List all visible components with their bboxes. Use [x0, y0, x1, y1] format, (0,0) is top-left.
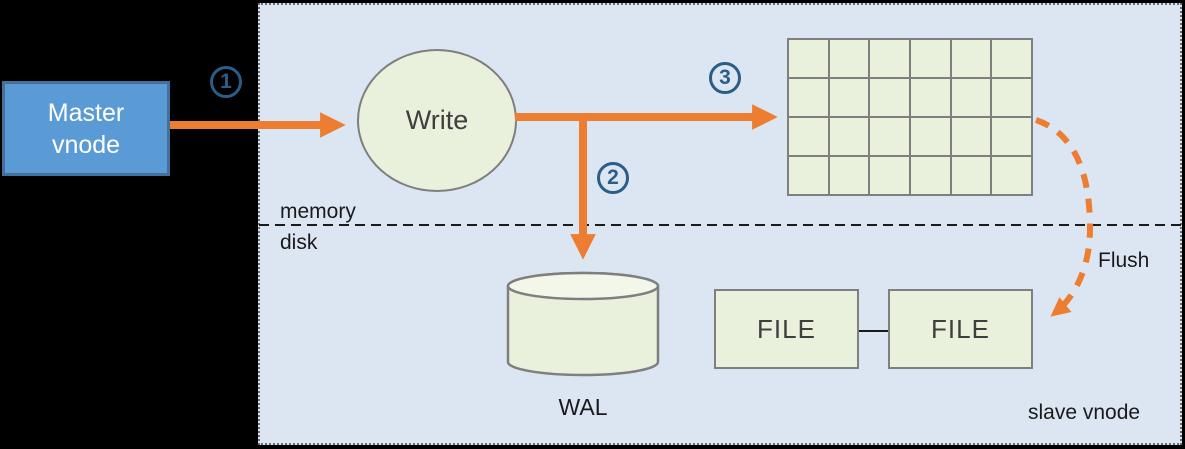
step-badge-3: 3	[709, 62, 741, 94]
file-box-1: FILE	[714, 289, 859, 369]
memory-table-cell	[829, 79, 869, 116]
memory-table-cell	[911, 40, 950, 77]
master-vnode-box: Master vnode	[2, 81, 170, 176]
step-badge-3-number: 3	[719, 66, 731, 89]
memory-table-cell	[870, 118, 909, 155]
memory-table-cell	[951, 79, 991, 116]
memory-table-cell	[870, 157, 909, 194]
disk-label: disk	[280, 231, 318, 254]
wal-label: WAL	[558, 394, 608, 420]
memory-table-cell	[789, 40, 828, 77]
memory-table-cell	[951, 40, 991, 77]
memory-table-cell	[992, 157, 1031, 194]
step-badge-2-number: 2	[607, 166, 619, 189]
memory-table-cell	[992, 118, 1031, 155]
step-badge-2: 2	[597, 162, 629, 194]
memory-table-cell	[951, 118, 991, 155]
step-badge-1-number: 1	[220, 70, 232, 93]
memory-label: memory	[280, 200, 356, 223]
memory-table-cell	[992, 40, 1031, 77]
memory-table-cell	[789, 118, 828, 155]
write-node: Write	[357, 49, 517, 192]
memory-table	[787, 38, 1033, 196]
memory-table-cell	[829, 157, 869, 194]
memory-table-cell	[911, 157, 950, 194]
file-box-2-label: FILE	[931, 313, 990, 344]
master-vnode-label-line2: vnode	[51, 130, 121, 159]
memory-table-cell	[789, 157, 828, 194]
master-vnode-label-line1: Master	[47, 98, 125, 127]
file-box-1-label: FILE	[757, 313, 816, 344]
memory-table-cell	[870, 79, 909, 116]
memory-table-cell	[992, 79, 1031, 116]
memory-table-cell	[870, 40, 909, 77]
memory-table-cell	[911, 118, 950, 155]
write-node-label: Write	[405, 105, 469, 135]
memory-table-cell	[829, 40, 869, 77]
file-box-2: FILE	[888, 289, 1033, 369]
step-badge-1: 1	[210, 66, 242, 98]
memory-table-cell	[789, 79, 828, 116]
slave-vnode-label: slave vnode	[1028, 401, 1141, 424]
flush-label: Flush	[1098, 249, 1150, 272]
memory-table-cell	[911, 79, 950, 116]
memory-table-cell	[829, 118, 869, 155]
memory-table-cell	[951, 157, 991, 194]
